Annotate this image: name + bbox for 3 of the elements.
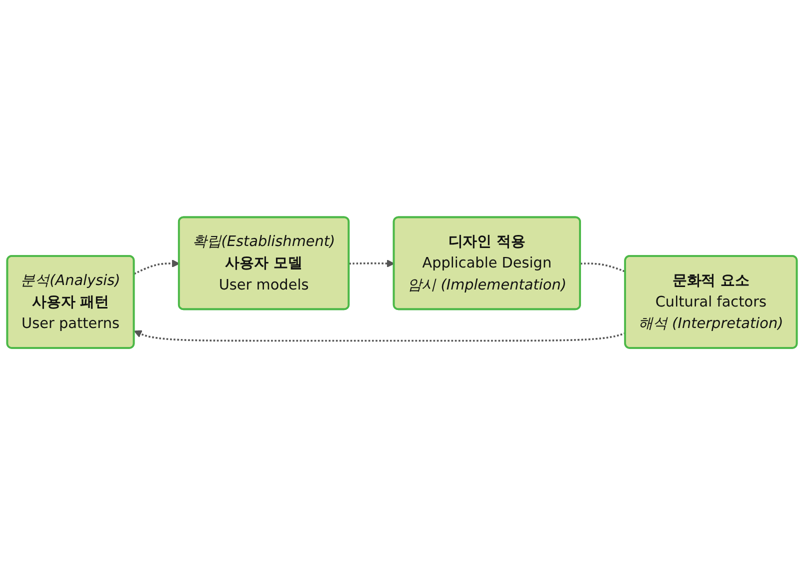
arrow — [134, 259, 180, 275]
arrow — [349, 259, 395, 268]
connector — [580, 262, 626, 272]
